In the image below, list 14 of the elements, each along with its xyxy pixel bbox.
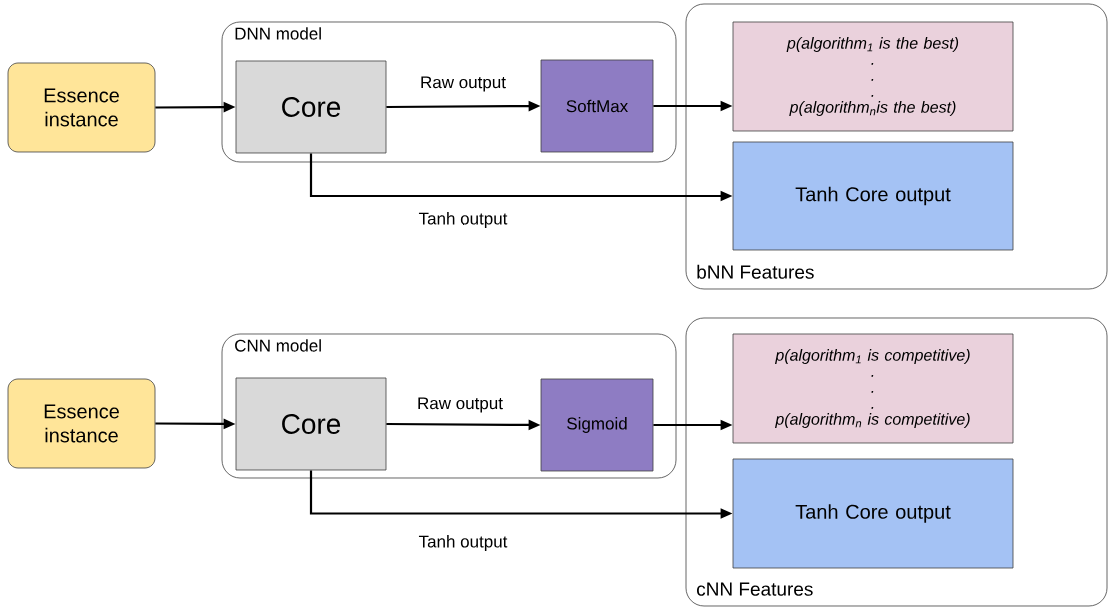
edge-label: Raw output (416, 396, 504, 414)
process-box: Core (235, 377, 387, 471)
edge-label: Raw output (419, 75, 507, 93)
edge-label: Tanh output (417, 211, 509, 229)
output-box: p(algorithm$_{1}$ is the best) . . . p(algorithm$_{n}$is the best) (732, 21, 1014, 132)
process-box: Sigmoid (540, 378, 654, 472)
process-box: Essence instance (7, 378, 156, 469)
output-box: p(algorithm$_{1}$ is competitive) . . . p(algorithm$_{n}$ is competitive) (732, 333, 1014, 444)
process-box: Tanh Core output (732, 458, 1014, 569)
process-box: SoftMax (540, 59, 654, 153)
process-box: Tanh Core output (732, 141, 1014, 251)
process-box: Core (235, 60, 387, 154)
edge-label: Tanh output (417, 534, 509, 552)
process-box: Essence instance (7, 62, 156, 153)
